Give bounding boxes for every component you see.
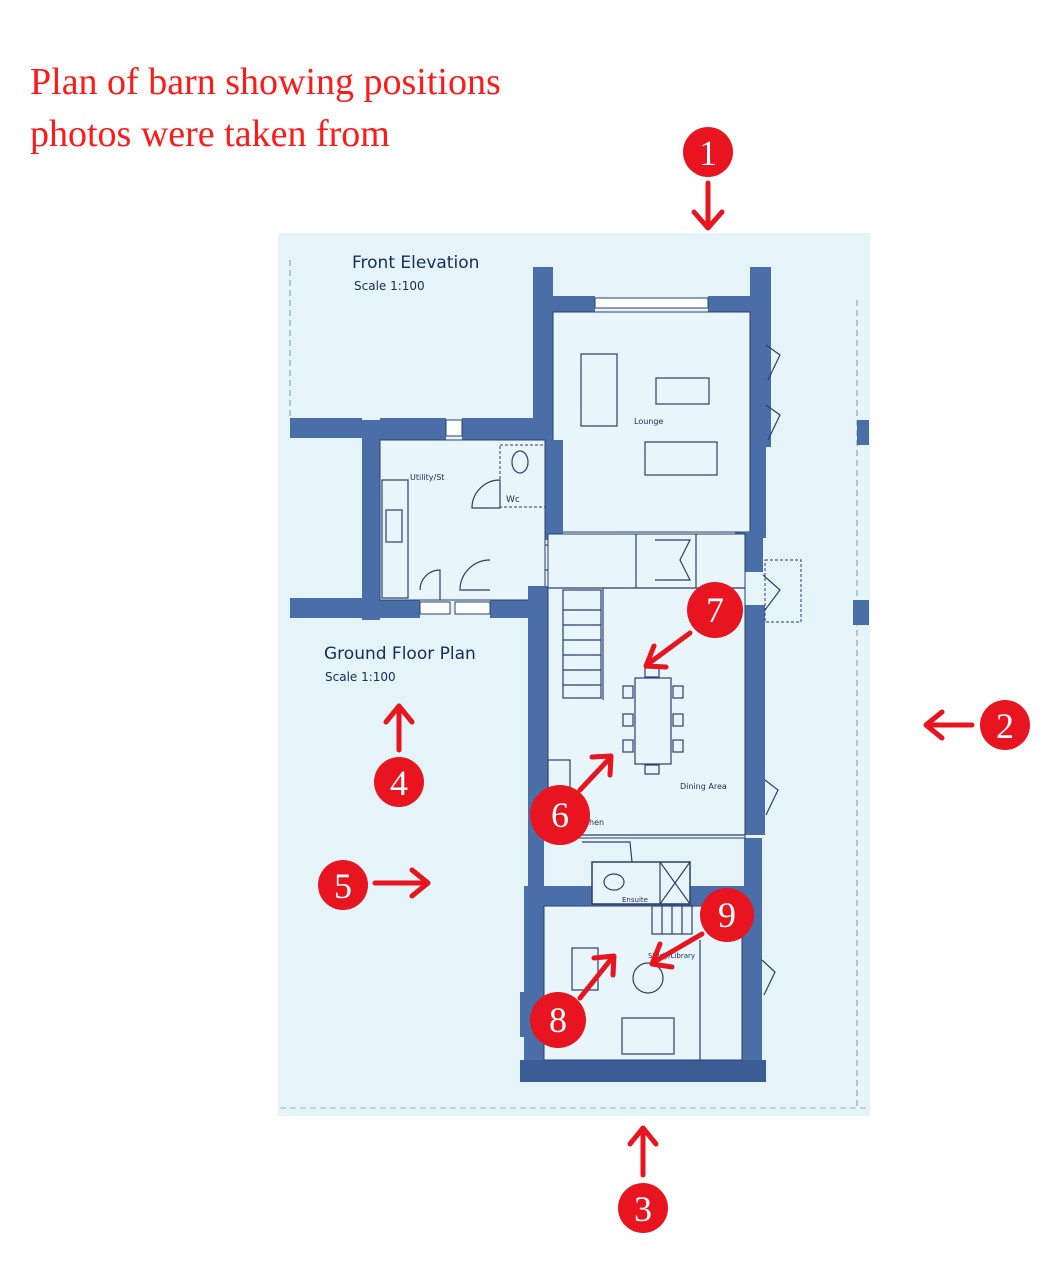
- marker-4: 4: [374, 703, 424, 807]
- marker-7-arrow: [643, 630, 693, 670]
- svg-text:6: 6: [551, 795, 569, 835]
- study-staircase: [651, 905, 693, 935]
- svg-text:4: 4: [390, 763, 408, 803]
- room-label-dining: Dining Area: [680, 782, 727, 791]
- elevation-title: Front Elevation: [352, 253, 479, 273]
- room-label-lounge: Lounge: [634, 417, 663, 426]
- svg-text:5: 5: [334, 866, 352, 906]
- utility-walls: [290, 418, 563, 620]
- svg-text:3: 3: [634, 1189, 652, 1229]
- lounge-window: [594, 297, 709, 309]
- utility-back-door: [419, 569, 441, 600]
- utility-sink: [385, 509, 403, 543]
- marker-8-arrow: [577, 953, 617, 1001]
- marker-9-arrow: [649, 931, 705, 970]
- marker-1-arrow: [691, 180, 725, 231]
- marker-3: 3: [618, 1125, 668, 1233]
- room-label-study: Study/Library: [648, 952, 695, 960]
- svg-text:9: 9: [718, 895, 736, 935]
- marker-2: 2: [923, 700, 1030, 750]
- heading-line-2: photos were taken from: [30, 113, 390, 155]
- ensuite-toilet: [603, 873, 625, 891]
- lounge-walls: [533, 267, 771, 538]
- page-heading: Plan of barn showing positions photos we…: [30, 56, 501, 160]
- study-side-window: [761, 959, 776, 996]
- marker-1: 1: [683, 127, 733, 231]
- svg-text:1: 1: [699, 133, 717, 173]
- lounge-sofa-front: [644, 441, 718, 476]
- svg-text:8: 8: [549, 1000, 567, 1040]
- study-round-table: [632, 962, 664, 994]
- room-label-utility: Utility/St: [410, 473, 444, 482]
- room-label-ensuite: Ensuite: [622, 896, 648, 904]
- main-walls: [528, 532, 765, 886]
- marker-5: 5: [318, 860, 431, 910]
- marker-9: 9: [649, 888, 754, 970]
- plan-title: Ground Floor Plan: [324, 644, 476, 664]
- marker-4-arrow: [383, 703, 415, 753]
- lounge-sofa-side: [580, 353, 618, 427]
- utility-door: [459, 559, 491, 591]
- dining-table: [634, 677, 672, 765]
- lounge-coffee-table: [655, 377, 710, 405]
- wc-door: [471, 479, 501, 509]
- landing-door: [655, 539, 691, 581]
- marker-6: 6: [530, 753, 614, 845]
- marker-5-arrow: [372, 867, 431, 899]
- staircase: [562, 589, 602, 699]
- elevation-scale: Scale 1:100: [354, 279, 425, 293]
- svg-text:7: 7: [706, 590, 724, 630]
- wc-toilet: [511, 450, 529, 474]
- ensuite-partition: [582, 841, 633, 863]
- plan-scale: Scale 1:100: [325, 670, 396, 684]
- marker-6-arrow: [577, 753, 614, 793]
- study-sofa: [621, 1017, 675, 1055]
- marker-8: 8: [530, 953, 617, 1048]
- study-armchair: [571, 947, 599, 991]
- heading-line-1: Plan of barn showing positions: [30, 61, 501, 103]
- marker-2-arrow: [923, 709, 975, 741]
- dining-side-windows: [762, 574, 781, 816]
- marker-7: 7: [643, 582, 743, 670]
- svg-text:2: 2: [996, 706, 1014, 746]
- lounge-side-windows: [765, 344, 781, 441]
- marker-3-arrow: [627, 1125, 659, 1178]
- room-label-wc: Wc: [506, 495, 520, 505]
